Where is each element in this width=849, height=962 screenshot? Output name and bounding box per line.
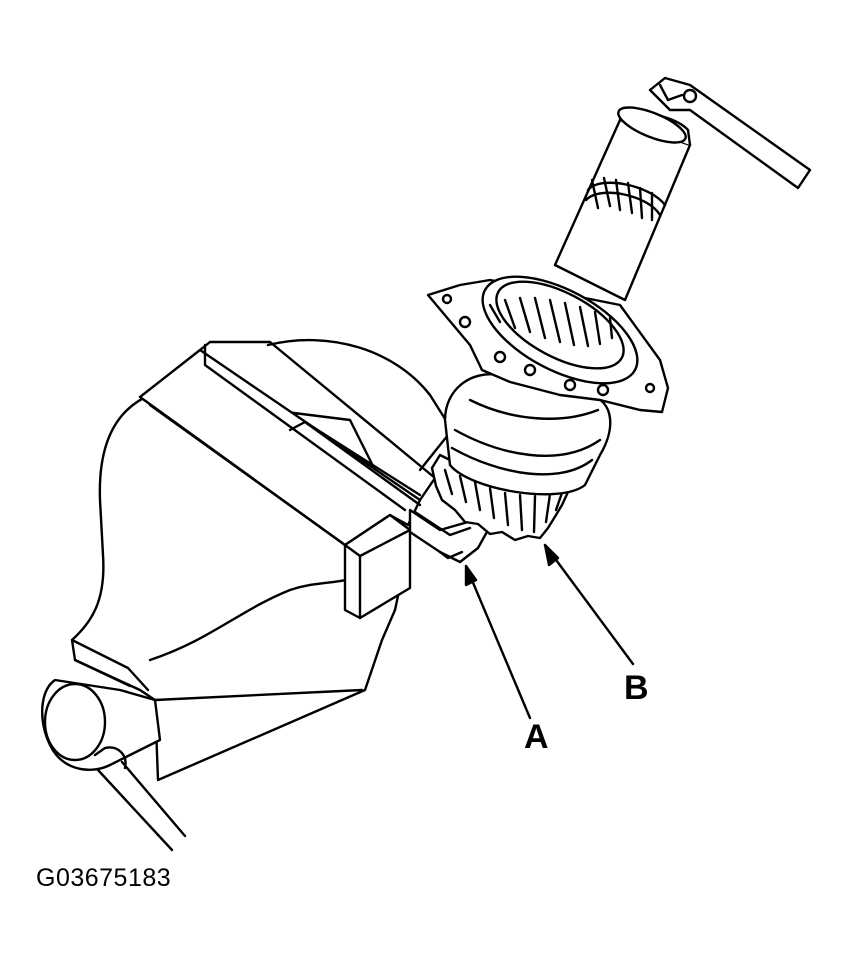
arrowhead-b: [545, 545, 558, 565]
arrowhead-a: [466, 566, 476, 585]
leader-lines: [466, 545, 633, 718]
figure-id: G03675183: [36, 864, 172, 892]
callout-label-a: A: [524, 718, 549, 756]
callout-label-b: B: [624, 669, 649, 707]
bench-vise: [42, 340, 452, 850]
differential-assembly: [428, 78, 810, 540]
